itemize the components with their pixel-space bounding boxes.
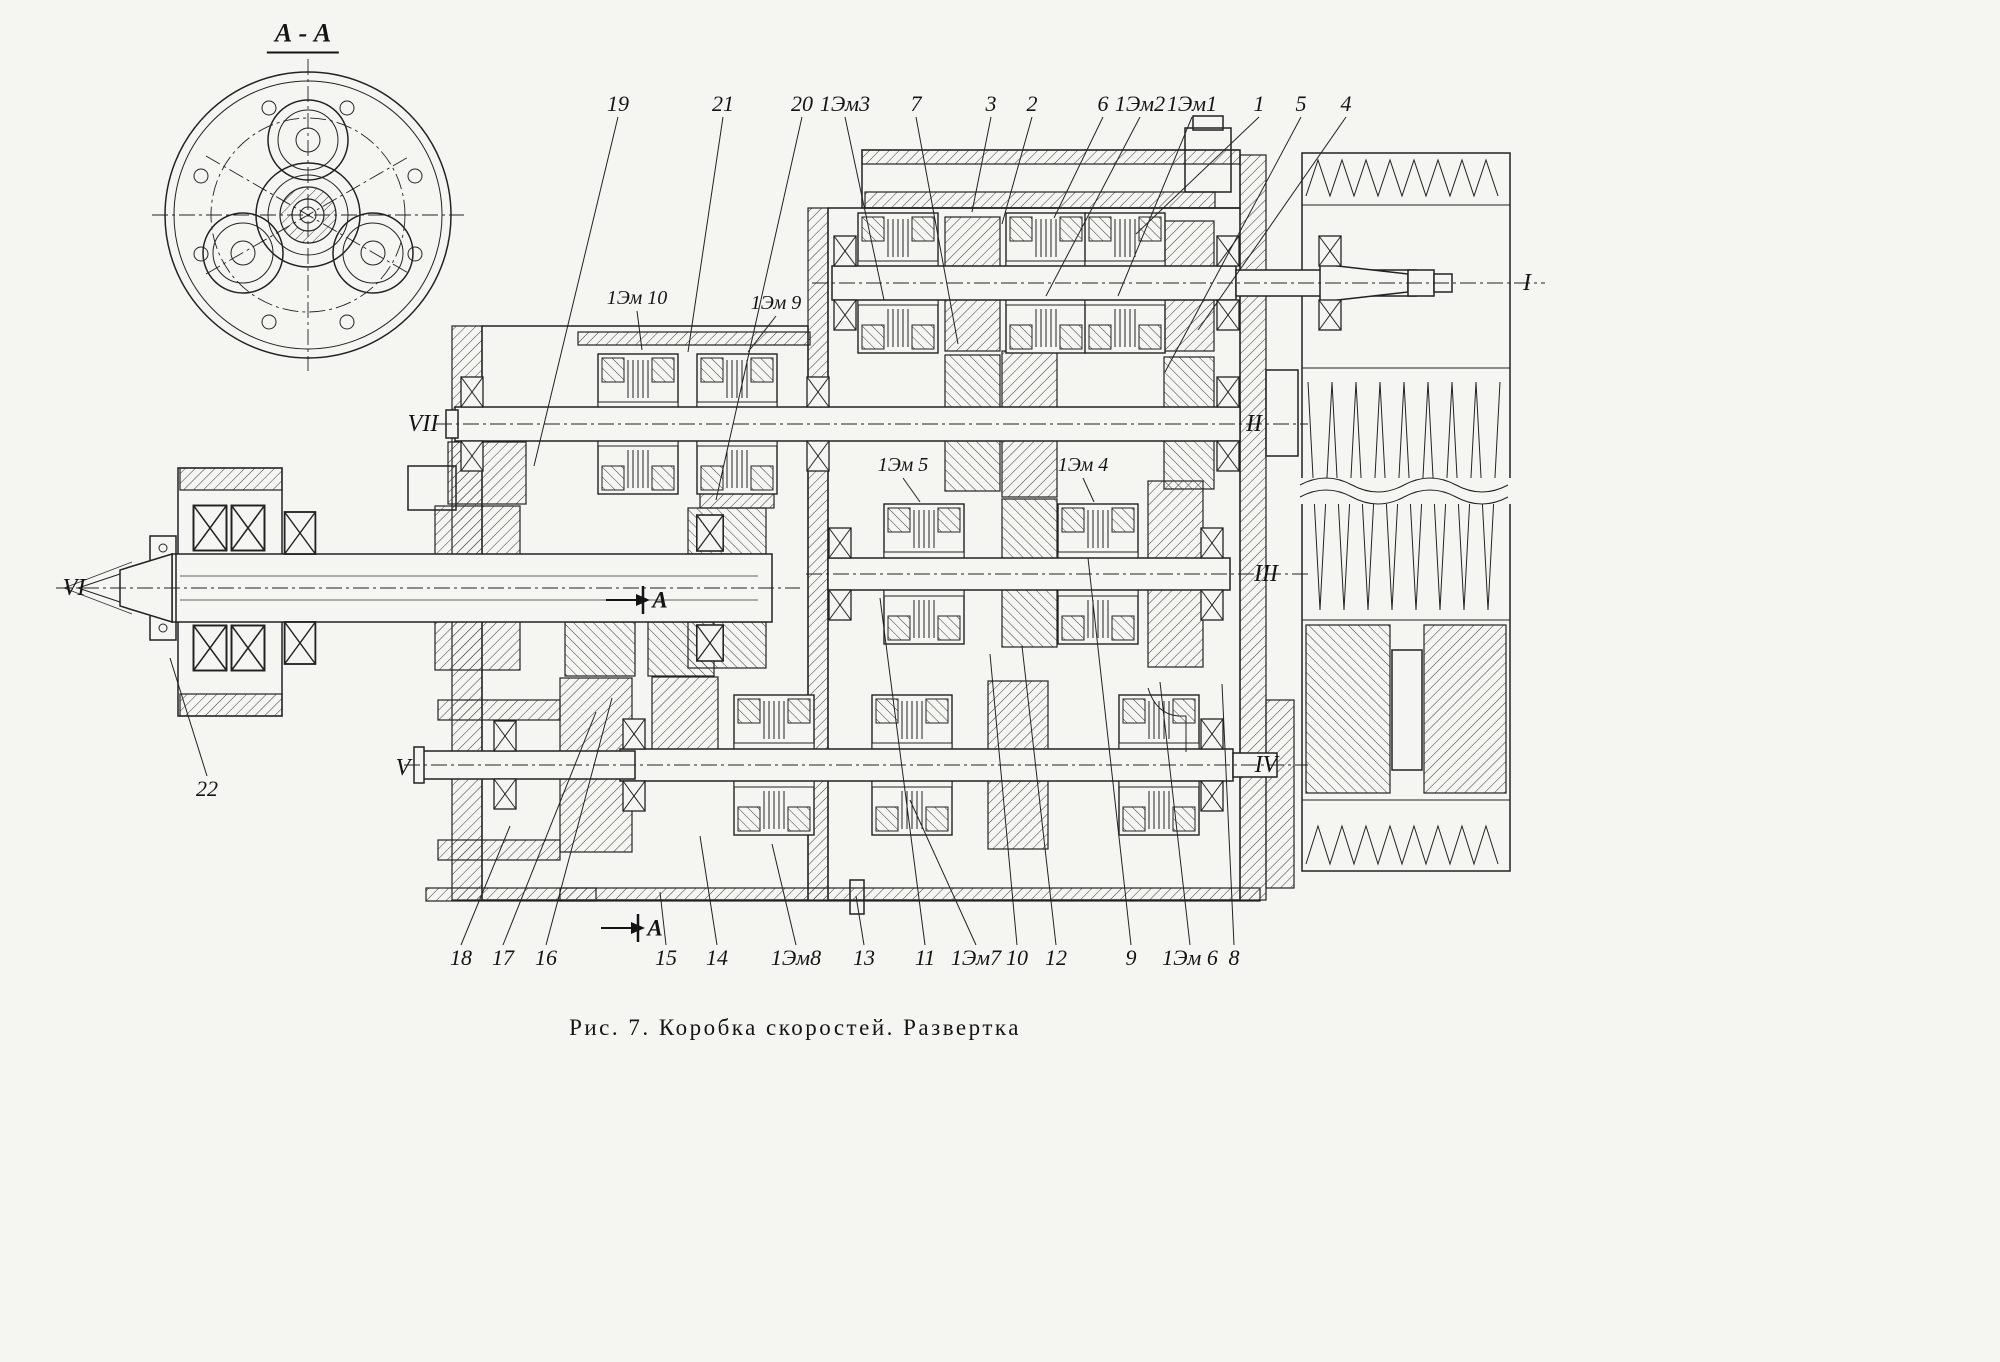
centerlines — [56, 282, 1545, 766]
flange-bolts — [193, 100, 423, 330]
section-plane-mark-upper — [606, 586, 650, 614]
leader-lines — [169, 116, 1347, 946]
belt-pulley — [1299, 152, 1512, 872]
shaft-set — [171, 263, 1453, 784]
section-plane-mark-lower — [601, 914, 645, 942]
section-view-title: А - А — [266, 19, 340, 54]
misc-details — [601, 586, 1187, 942]
section-view-aa — [152, 59, 464, 371]
figure-caption: Рис. 7. Коробка скоростей. Развертка — [569, 1015, 1021, 1040]
planet-bores — [202, 99, 414, 294]
